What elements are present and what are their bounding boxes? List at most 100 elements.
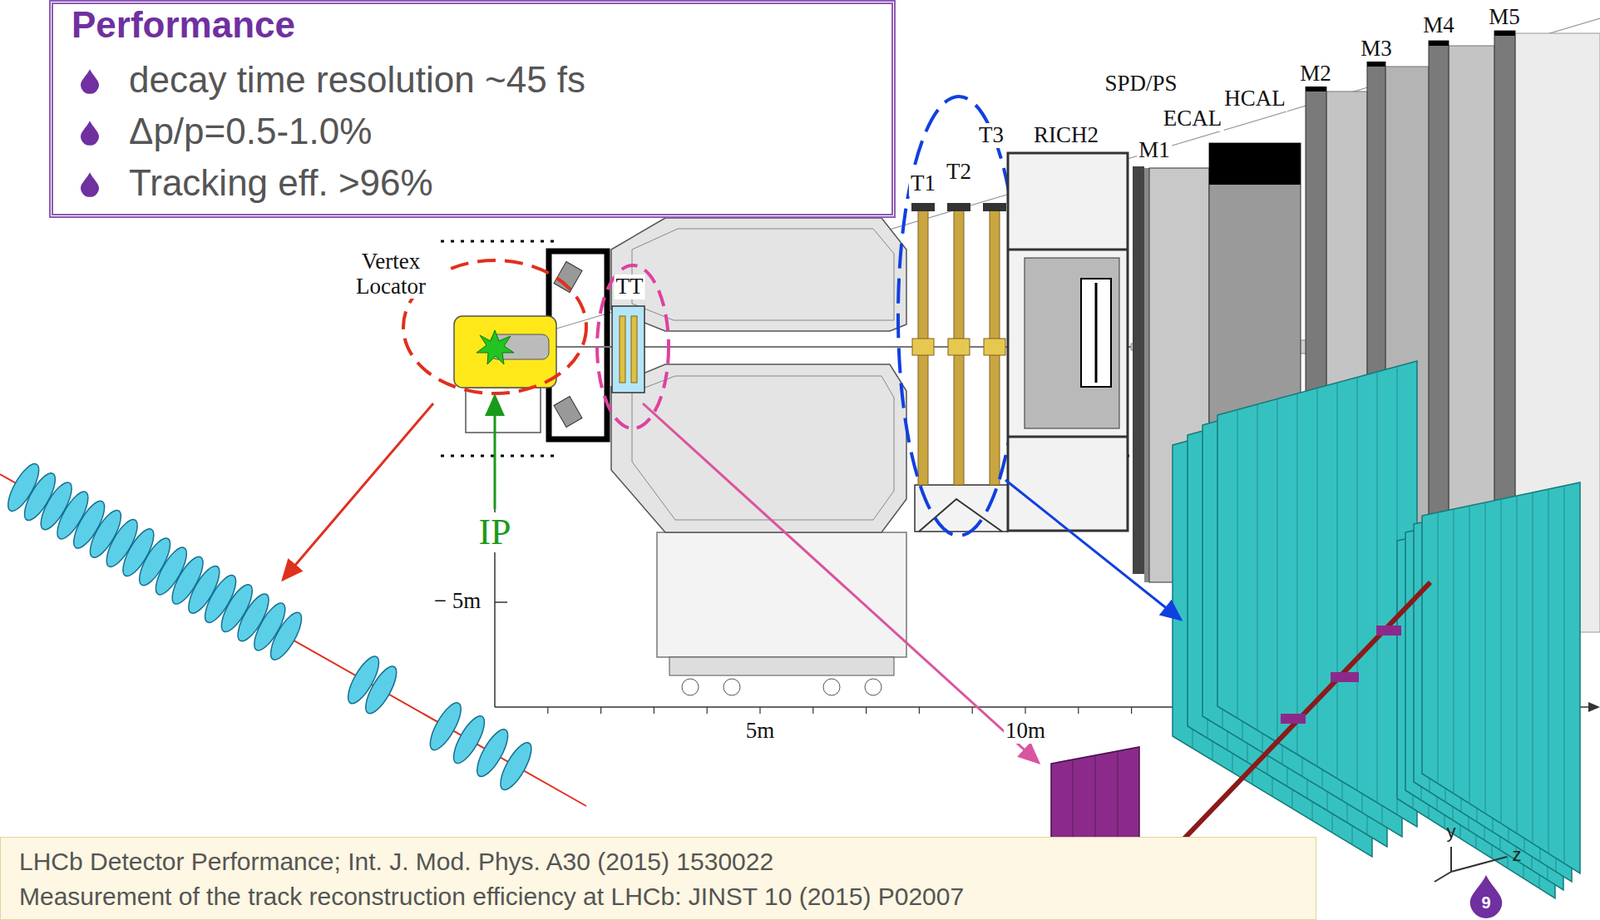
part-label: SPD/PS [1102,71,1179,97]
velo-3d-view [0,459,587,806]
axes [1588,701,1600,712]
magnet [656,532,907,657]
axes [494,601,508,603]
magnet [864,678,882,696]
tracking-stations [898,96,1020,536]
calorimeters-and-muon [1494,30,1516,36]
axis-tick [812,706,814,714]
axis-tick [759,706,761,714]
rich2 [1095,282,1098,383]
t-station-panel [1217,360,1418,827]
acceptance-lines [440,454,558,458]
panel-strip [1377,371,1378,803]
panel-strip [1453,508,1455,794]
panel-strip [1469,505,1471,804]
magnet [632,228,894,321]
axis-tick [972,706,973,714]
calorimeters-and-muon [1305,86,1327,92]
axis-icon-label: y [1446,821,1457,842]
axis-icon-label: z [1512,844,1522,865]
performance-box: Performancedecay time resolution ~45 fsΔ… [49,0,896,218]
bullet-text: decay time resolution ~45 fs [128,59,586,101]
panel-strip [1237,409,1239,719]
panel-strip [1337,382,1339,779]
part-label: T2 [944,159,973,185]
calorimeters-and-muon [1367,61,1386,67]
tracking-stations [898,96,1020,536]
magnet [548,217,907,696]
axis-label: 5m [744,718,777,744]
t-station-panel [1422,482,1581,874]
bullet-text: Tracking eff. >96% [128,162,434,204]
velo-module [265,607,308,664]
axis-tick [547,706,549,714]
axis-tick [1077,706,1079,714]
calorimeters-and-muon [1132,166,1145,574]
rich2 [1007,153,1128,531]
axis-tick [600,706,602,714]
calorimeters-and-muon [1144,167,1150,583]
magnet [669,656,894,676]
trigger-tracker [619,316,626,383]
leader-arrows [642,403,1039,763]
trigger-tracker [597,265,669,429]
t-stations-3d-beam [1330,671,1359,682]
calorimeters-and-muon [1428,40,1449,46]
tracking-stations [948,338,970,356]
axis-icon [1451,856,1507,872]
leader-arrows [493,395,497,509]
part-label: M3 [1358,36,1394,62]
acceptance-lines [440,240,558,243]
drop-shape [80,69,99,94]
vertex-locator [476,330,514,365]
t-stations-3d-beam [1280,713,1306,724]
reference-box: LHCb Detector Performance; Int. J. Mod. … [0,836,1317,920]
panel-strip [1297,393,1299,755]
t-stations-3d-view [1172,360,1581,899]
tracking-stations [911,202,935,212]
part-label: M2 [1298,61,1334,87]
magnet [553,396,583,428]
panel-strip [1277,399,1279,743]
axis-icon [1434,871,1452,882]
page-number: 9 [1469,893,1503,913]
bullet-text: Δp/p=0.5-1.0% [128,110,372,153]
rich2 [1007,248,1128,252]
panel-strip [1317,388,1319,767]
part-label: Vertex Locator [335,249,447,299]
trigger-tracker [612,306,645,393]
interaction-point-label: IP [476,512,513,553]
rich2 [1081,278,1112,387]
bullet-mark [80,69,99,94]
rich2 [1007,153,1128,531]
calorimeters-and-muon [1209,143,1301,185]
axis-label: 10m [1003,718,1047,744]
panel-strip [1548,488,1550,854]
panel-strip [1357,377,1359,791]
tracking-stations [912,338,934,356]
axis-tick [918,706,920,714]
trigger-tracker [631,316,638,383]
part-label: ECAL [1161,106,1225,132]
panel-strip [1257,404,1259,731]
axis-tick [1024,706,1026,714]
reference-text: LHCb Detector Performance; Int. J. Mod. … [19,847,774,876]
part-label: RICH2 [1032,123,1101,149]
magnet [823,678,840,696]
drop-shape [80,120,99,146]
part-label: HCAL [1222,86,1288,112]
part-label: M5 [1486,4,1522,30]
trigger-tracker [597,265,669,429]
panel-strip [1516,495,1518,834]
tracking-stations [982,202,1007,212]
velo-module [360,661,403,718]
panel-strip [1564,485,1566,864]
bullet-mark [80,120,99,146]
axis-icon [1450,846,1452,872]
axis-tick [1130,706,1132,714]
leader-arrows [1005,479,1181,620]
panel-strip [1501,498,1502,824]
rich2 [1024,257,1120,429]
magnet [723,678,741,696]
